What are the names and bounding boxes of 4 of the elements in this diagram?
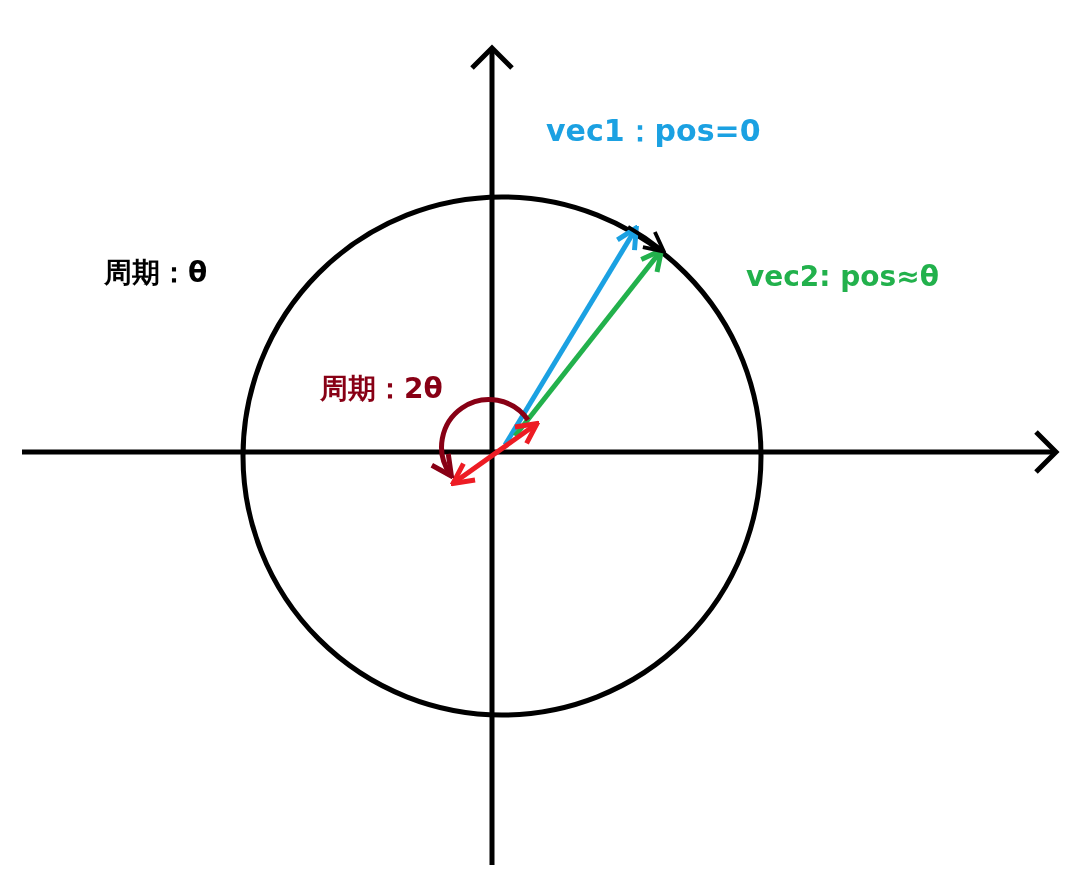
text-label: vec2: pos≈θ xyxy=(746,259,939,295)
text-label: 周期：2θ xyxy=(320,371,443,407)
text-label: 周期：θ xyxy=(104,255,208,291)
text-label: vec1：pos=0 xyxy=(546,112,761,150)
